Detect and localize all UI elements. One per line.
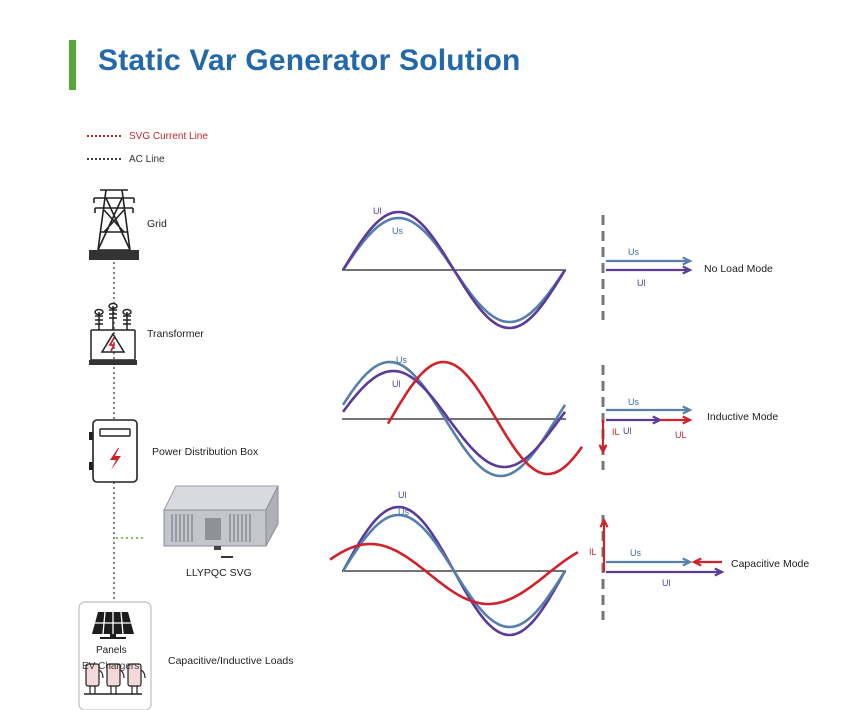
transformer-label: Transformer	[147, 328, 204, 340]
mode2-vector-il: IL	[612, 427, 620, 437]
mode1-arrow-ul-head	[682, 265, 693, 275]
mode-label-capacitive: Capacitive Mode	[731, 558, 810, 570]
phasor-vectors	[598, 256, 725, 577]
legend-label: AC Line	[129, 153, 165, 165]
mode1-ul-wave	[341, 210, 567, 330]
mode3-il-wave	[329, 542, 579, 606]
mode3-arrow-ul-red-head	[691, 557, 702, 567]
waveforms	[329, 210, 584, 637]
mode2-il-wave	[386, 360, 584, 476]
distribution-box-icon	[89, 419, 138, 483]
power-tower-icon	[89, 189, 139, 260]
mode-label-inductive: Inductive Mode	[707, 411, 779, 423]
mode2-wave-label-us: Us	[396, 355, 407, 365]
title-accent-bar	[69, 40, 76, 90]
mode3-us-wave	[341, 513, 567, 629]
mode3-arrow-ul-head	[714, 567, 725, 577]
mode2-arrow-us-head	[682, 405, 693, 415]
mode2-us-wave	[341, 360, 567, 478]
mode2-ul-wave	[341, 369, 567, 469]
mode2-vector-ul: Ul	[623, 426, 632, 436]
svg-cabinet-icon	[163, 485, 279, 558]
ev-chargers-label: EV Chargers	[82, 661, 140, 672]
page-title: Static Var Generator Solution	[98, 44, 521, 77]
mode2-wave-label-ul: Ul	[392, 379, 401, 389]
transformer-icon	[89, 302, 137, 365]
legend-swatch-red	[87, 135, 121, 137]
mode1-wave-label-ul: Ul	[373, 206, 382, 216]
mode3-arrow-us-head	[682, 557, 693, 567]
loads-panel	[78, 601, 152, 710]
mode2-vector-us: Us	[628, 397, 639, 407]
distribution-box-label: Power Distribution Box	[152, 446, 259, 458]
mode1-vector-ul: Ul	[637, 278, 646, 288]
mode3-vector-ul: Ul	[662, 578, 671, 588]
mode3-wave-label-ul: Ul	[398, 490, 407, 500]
legend-label: SVG Current Line	[129, 130, 208, 142]
panels-label: Panels	[96, 645, 127, 656]
loads-label: Capacitive/Inductive Loads	[168, 655, 294, 667]
mode1-wave-label-us: Us	[392, 226, 403, 236]
mode2-vector-ul-red: UL	[675, 430, 687, 440]
mode1-vector-us: Us	[628, 247, 639, 257]
ev-charger-icon	[84, 663, 146, 695]
legend-swatch-dark	[87, 158, 121, 160]
mode3-vector-us: Us	[630, 548, 641, 558]
mode2-arrow-il-head	[598, 444, 608, 455]
mode-label-no-load: No Load Mode	[704, 263, 773, 275]
mode1-arrow-us-head	[682, 256, 693, 266]
mode3-vector-il: IL	[589, 547, 597, 557]
svg-label: LLYPQC SVG	[186, 567, 252, 579]
legend-ac-line: AC Line	[87, 151, 165, 167]
mode3-wave-label-us: Us	[398, 507, 409, 517]
grid-label: Grid	[147, 218, 167, 230]
legend-svg-current: SVG Current Line	[87, 128, 208, 144]
mode3-arrow-il-head	[599, 517, 609, 528]
solar-panel-icon	[92, 611, 134, 639]
mode2-arrow-ul-red-head	[682, 415, 693, 425]
